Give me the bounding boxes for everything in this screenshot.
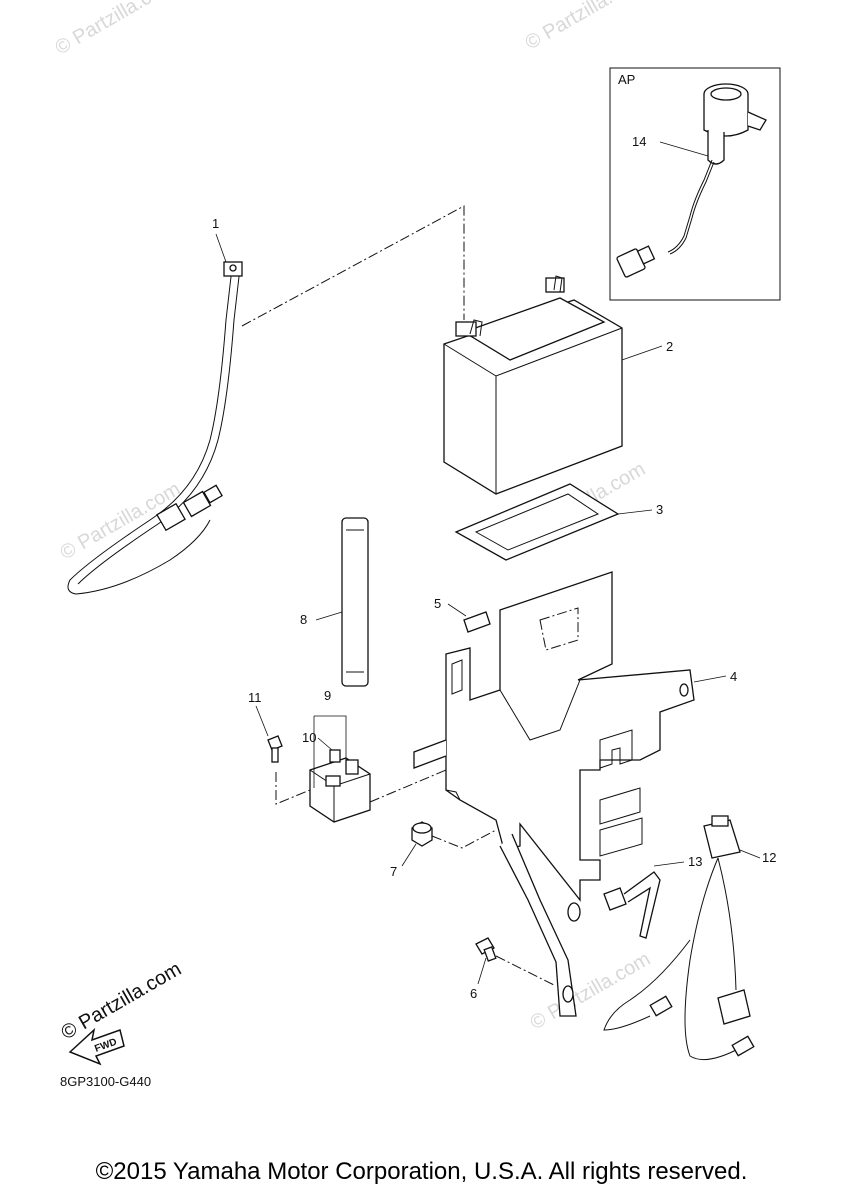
watermark: © Partzilla.com [52,0,180,59]
bolt-part [475,937,497,962]
callout-13: 13 [688,854,702,869]
callout-6: 6 [470,986,477,1001]
leader-line [317,737,333,751]
leader-line [653,861,685,867]
leader-line [477,957,487,985]
assembly-line [369,769,447,803]
assembly-line [275,772,311,805]
inset-label: AP [618,72,635,87]
leader-line [255,705,269,737]
callout-8: 8 [300,612,307,627]
callout-14: 14 [632,134,646,149]
leader-line [315,611,343,621]
leader-line [621,345,663,361]
power-socket-part [616,83,767,278]
leader-line [693,675,727,683]
leader-line [215,233,227,263]
cable-band-part [603,871,661,939]
callout-5: 5 [434,596,441,611]
parts-diagram: © Partzilla.com © Partzilla.com © Partzi… [52,0,781,1089]
callout-9: 9 [324,688,331,703]
callout-3: 3 [656,502,663,517]
fwd-arrow-icon: FWD [68,1027,125,1066]
damper-part [463,611,491,633]
watermark: © Partzilla.com [522,0,650,54]
leader-line [401,843,417,867]
callout-4: 4 [730,669,737,684]
leader-line [617,509,653,515]
leader-line [659,141,709,157]
watermark: © Partzilla.com [527,948,655,1034]
assembly-line [495,955,557,987]
callout-2: 2 [666,339,673,354]
partzilla-watermark: © Partzilla.com [58,958,186,1044]
callout-12: 12 [762,850,776,865]
collar-part [411,821,433,847]
leader-line [313,715,347,788]
battery-box-part [413,571,695,1017]
ap-inset-box: AP 14 [609,67,781,301]
callout-7: 7 [390,864,397,879]
bolt-part [267,735,283,763]
callout-11: 11 [248,690,262,705]
assembly-line [241,205,465,327]
starter-relay-part [309,749,371,823]
leader-line [739,849,761,859]
battery-part [443,275,623,495]
leader-line [447,603,467,617]
callout-10: 10 [302,730,316,745]
battery-band-part [341,517,369,687]
sub-wire-harness-part [603,815,755,1061]
callout-1: 1 [212,216,219,231]
copyright-footer: ©2015 Yamaha Motor Corporation, U.S.A. A… [95,1158,748,1185]
diagram-code: 8GP3100-G440 [60,1074,151,1089]
assembly-line [431,829,497,849]
battery-lead-wire-part [67,261,243,595]
